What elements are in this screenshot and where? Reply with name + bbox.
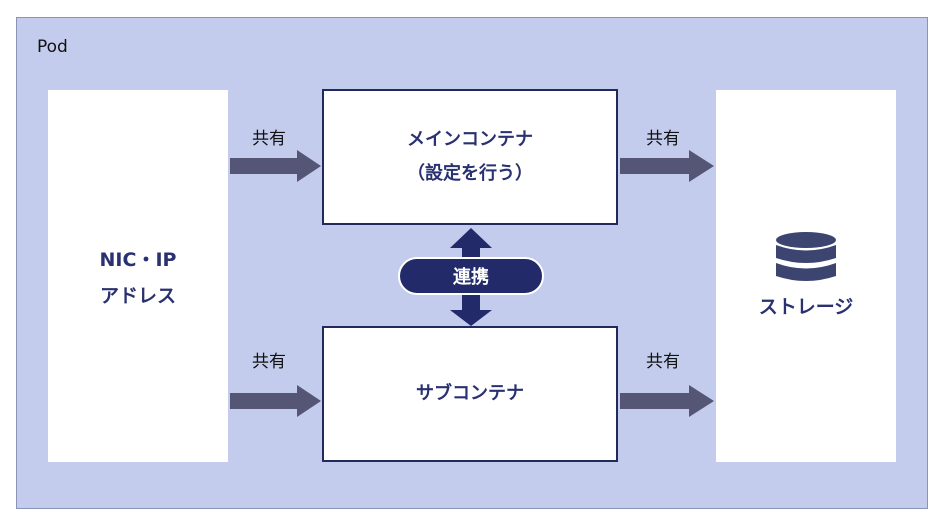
arrow-nic-to-main [230, 150, 321, 182]
main-container-sublabel: （設定を行う） [407, 163, 533, 184]
link-pill [398, 257, 544, 295]
share-label-main-storage: 共有 [646, 129, 680, 149]
arrow-sub-to-storage [620, 385, 714, 417]
arrow-nic-to-sub [230, 385, 321, 417]
nic-label-line2: アドレス [99, 285, 176, 307]
main-container-label: メインコンテナ [407, 129, 533, 150]
arrow-main-to-storage [620, 150, 714, 182]
nic-panel [48, 90, 228, 462]
storage-label: ストレージ [758, 296, 854, 318]
main-container-box: メインコンテナ （設定を行う） [322, 89, 618, 225]
nic-label-line1: NIC・IP [99, 249, 177, 271]
share-label-nic-sub: 共有 [252, 352, 286, 372]
database-icon [776, 232, 836, 281]
sub-container-label: サブコンテナ [416, 383, 524, 404]
pod-label: Pod [37, 37, 68, 57]
share-label-sub-storage: 共有 [646, 352, 680, 372]
link-label: 連携 [453, 267, 489, 288]
sub-container-box: サブコンテナ [322, 326, 618, 462]
share-label-nic-main: 共有 [252, 129, 286, 149]
